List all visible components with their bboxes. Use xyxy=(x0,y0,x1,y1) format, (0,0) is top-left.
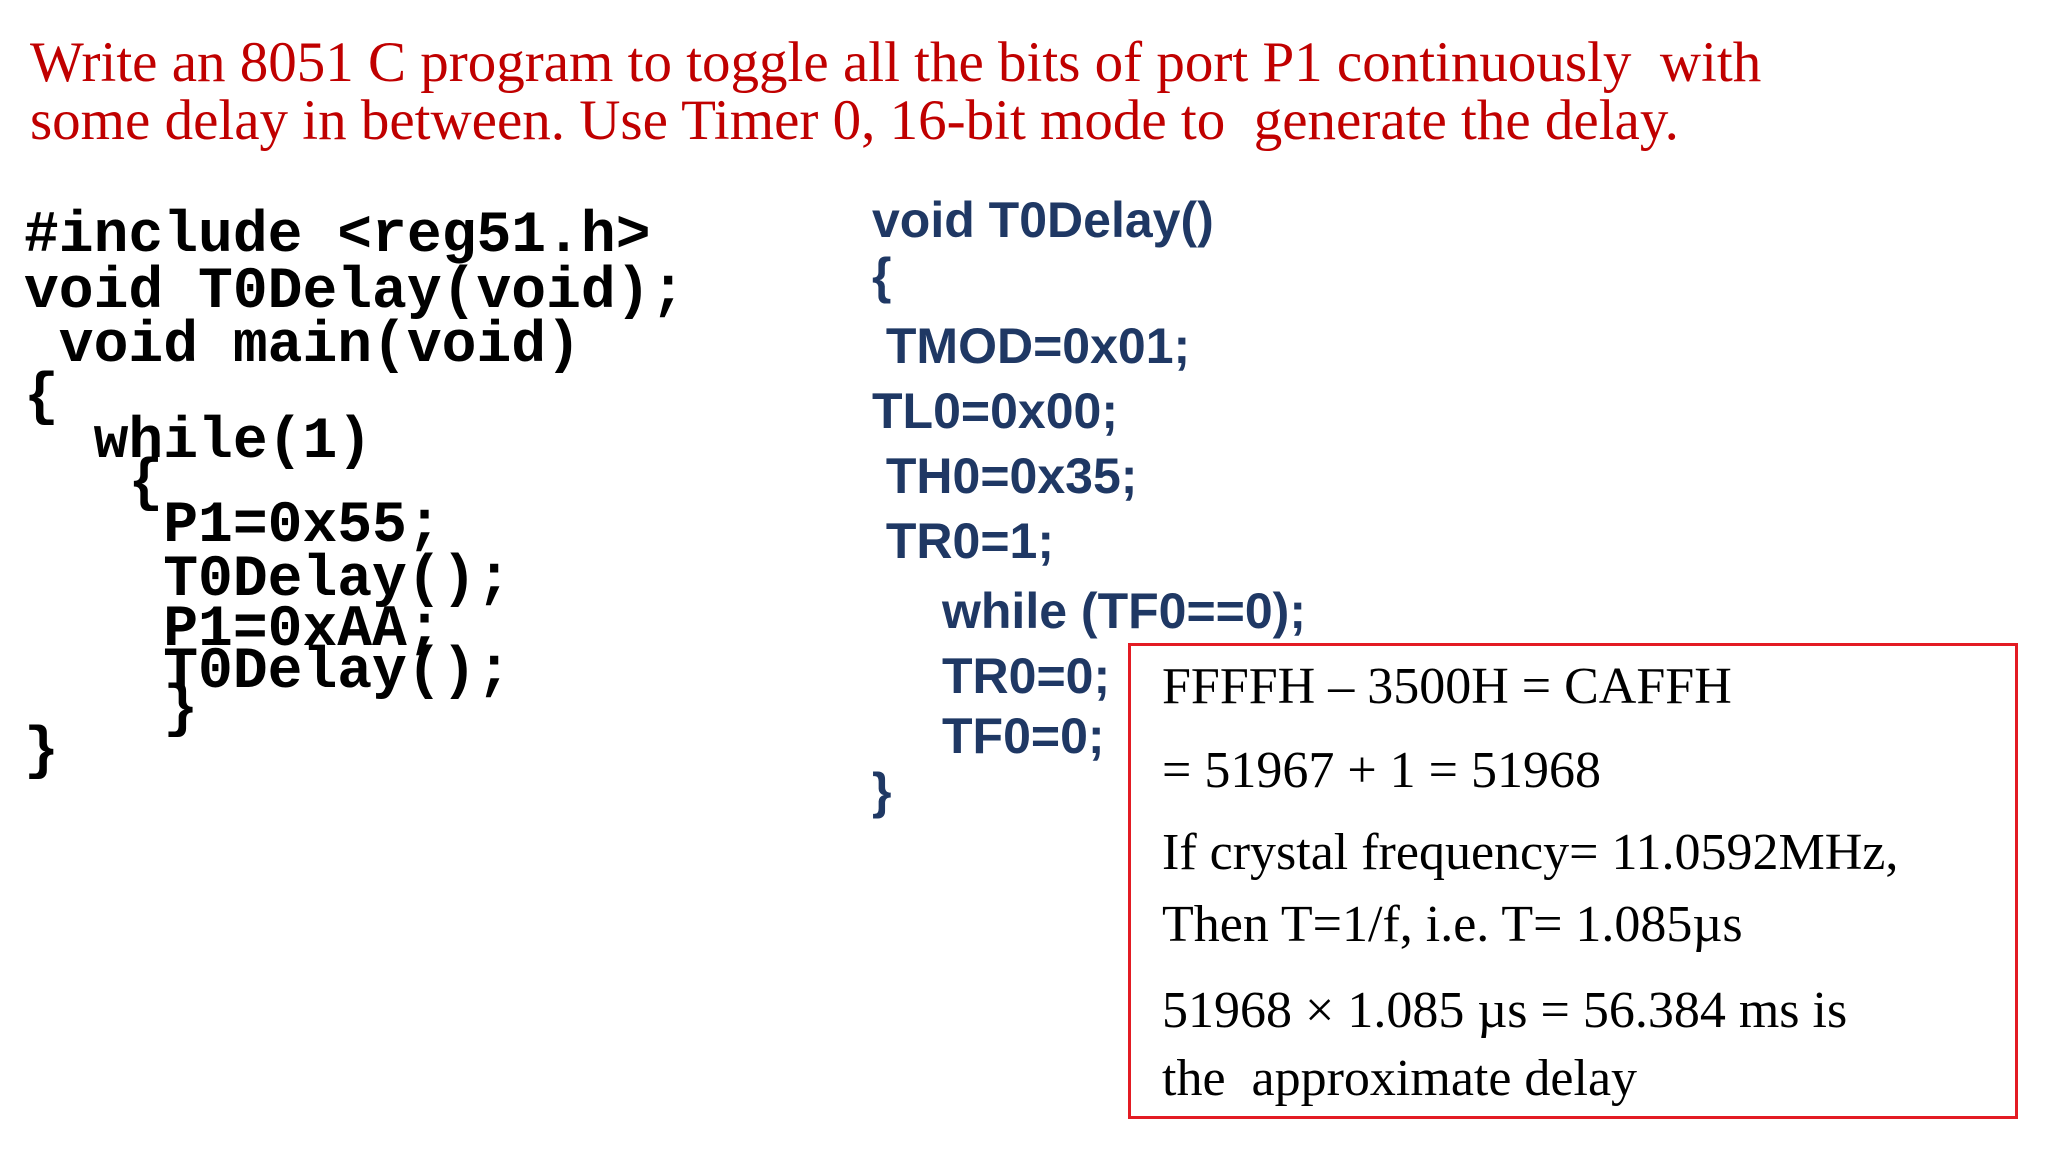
code-line: TF0=0; xyxy=(942,708,1105,764)
calc-line: FFFFH – 3500H = CAFFH xyxy=(1162,658,1732,715)
title-line-2: some delay in between. Use Timer 0, 16-b… xyxy=(30,89,1679,152)
calc-line: the approximate delay xyxy=(1162,1050,1638,1107)
code-line: T0Delay(); xyxy=(24,640,512,705)
code-line: } xyxy=(24,678,199,743)
title-line-1: Write an 8051 C program to toggle all th… xyxy=(30,31,1762,94)
delay-calculation-box: FFFFH – 3500H = CAFFH = 51967 + 1 = 5196… xyxy=(1128,643,2018,1119)
code-line: TMOD=0x01; xyxy=(872,318,1191,374)
code-line: P1=0x55; xyxy=(24,494,442,559)
calc-line: 51968 × 1.085 µs = 56.384 ms is xyxy=(1162,982,1848,1039)
code-line: { xyxy=(872,248,892,304)
code-line: T0Delay(); xyxy=(24,548,512,613)
code-line: void T0Delay() xyxy=(872,192,1214,248)
code-line: P1=0xAA; xyxy=(24,598,442,663)
code-line: void T0Delay(void); xyxy=(24,260,686,325)
code-line: void main(void) xyxy=(24,314,581,379)
code-line: TR0=0; xyxy=(942,648,1111,704)
code-line: { xyxy=(24,366,59,431)
code-line: TH0=0x35; xyxy=(872,448,1138,504)
code-line: #include <reg51.h> xyxy=(24,204,651,269)
calc-line: = 51967 + 1 = 51968 xyxy=(1162,742,1601,799)
code-line: while (TF0==0); xyxy=(942,583,1306,639)
calc-line: If crystal frequency= 11.0592MHz, xyxy=(1162,824,1899,881)
slide-title: Write an 8051 C program to toggle all th… xyxy=(30,34,2020,150)
code-line: TL0=0x00; xyxy=(872,383,1118,439)
code-line: } xyxy=(24,720,59,785)
code-line: TR0=1; xyxy=(872,513,1055,569)
code-line: while(1) xyxy=(24,410,373,475)
code-line: } xyxy=(872,763,892,819)
code-line: { xyxy=(24,452,164,517)
calc-line: Then T=1/f, i.e. T= 1.085µs xyxy=(1162,896,1743,953)
